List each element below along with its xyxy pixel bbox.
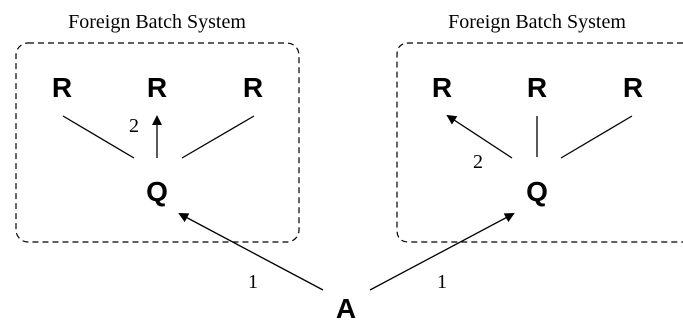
submit-arrow-right <box>369 213 515 291</box>
queue-resource-edge <box>62 115 135 159</box>
resource-node: R <box>52 72 72 103</box>
queue-resource-edge <box>181 115 255 159</box>
resource-node: R <box>432 72 452 103</box>
system-boundary <box>15 42 300 243</box>
resource-node: R <box>623 72 643 103</box>
submit-arrow-left <box>178 213 324 291</box>
resource-node: R <box>147 72 167 103</box>
resource-node: R <box>243 72 263 103</box>
submit-label: 1 <box>437 271 447 293</box>
agent-group: A 1 1 <box>178 213 515 324</box>
system-boundary <box>396 42 683 243</box>
queue-node: Q <box>526 176 548 207</box>
dispatch-label: 2 <box>473 151 483 173</box>
system-title: Foreign Batch System <box>68 11 246 33</box>
batch-system-right: Foreign Batch System R R R Q 2 <box>396 11 683 243</box>
queue-resource-edge <box>560 115 633 159</box>
batch-system-left: Foreign Batch System R R R Q 2 <box>15 11 300 243</box>
dispatch-arrow <box>446 114 513 159</box>
submit-label: 1 <box>248 271 258 293</box>
queue-node: Q <box>146 176 168 207</box>
agent-node: A <box>336 293 356 324</box>
dispatch-label: 2 <box>129 115 139 137</box>
resource-node: R <box>527 72 547 103</box>
system-title: Foreign Batch System <box>448 11 626 33</box>
